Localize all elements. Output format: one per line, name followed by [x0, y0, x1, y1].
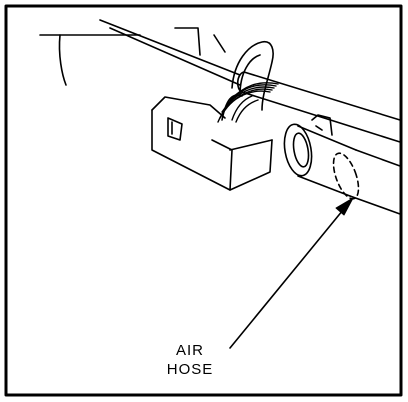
housing-left-edge: [58, 34, 67, 86]
callout-leader: [229, 197, 354, 349]
collar-inner: [292, 132, 310, 168]
leader-arrowhead: [335, 197, 354, 216]
bracket-side: [229, 139, 273, 151]
housing-cut-edge-2: [213, 34, 226, 53]
collar-washer: [283, 123, 313, 177]
assembly-drawing: [39, 19, 401, 215]
rod-top-edge: [243, 71, 401, 121]
rod-end-cap: [236, 71, 245, 93]
bracket-front-face: [151, 109, 273, 191]
housing-diagonal-mid: [109, 27, 241, 86]
housing-cut-edge: [174, 27, 201, 56]
fitting-tab-slot: [315, 125, 323, 131]
clamp-arm-inner: [239, 54, 261, 96]
hose-top-edge: [297, 125, 357, 151]
bracket-top-face: [151, 96, 226, 119]
hose-far-lower: [349, 195, 401, 215]
rod-bottom-edge: [241, 91, 401, 143]
hose-far-upper: [355, 149, 401, 167]
clamp-arm-lower: [221, 94, 243, 121]
fitting-tab: [311, 114, 333, 136]
figure-border: [4, 4, 403, 397]
hose-hidden-end: [332, 152, 360, 200]
latch-body: [167, 117, 183, 141]
callout-label-air: AIR: [175, 342, 204, 359]
spring-coil: [217, 82, 279, 123]
callout-label-hose: HOSE: [166, 361, 214, 378]
housing-diagonal-top: [99, 19, 241, 76]
leader-line: [229, 209, 344, 349]
hose-bottom-edge: [297, 175, 351, 197]
